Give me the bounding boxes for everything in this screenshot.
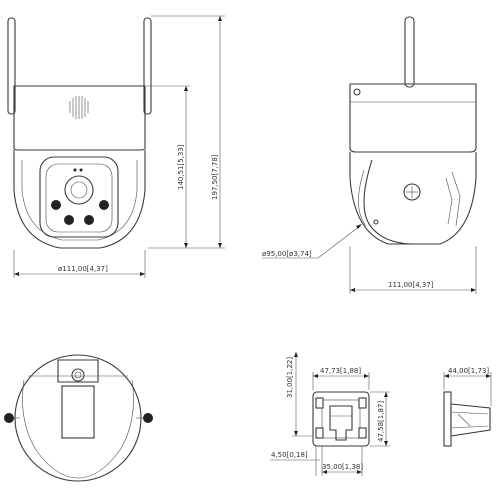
mount-tab-bottom-left [315, 427, 324, 439]
bottom-port-icon [71, 368, 85, 382]
ir-led-icon [84, 215, 94, 225]
speaker-grille-icon [69, 96, 89, 119]
mount-slot-width-label: 35,00[1,38] [322, 463, 363, 471]
main-lens-icon [64, 175, 94, 205]
side-screw-icon [373, 219, 379, 225]
bracket-arm [450, 403, 491, 437]
mount-tab-left [315, 397, 324, 409]
front-view [7, 17, 152, 249]
ir-led-icon [99, 200, 109, 210]
side-dome [349, 152, 477, 245]
side-indicator-icon [353, 88, 361, 96]
bottom-outer-ring [14, 354, 142, 482]
mount-dimensions: 47,73[1,88] 31,00[1,22] 47,58[1,87] 4,50… [270, 352, 390, 476]
front-height-total-label: 197,50[7,78] [211, 154, 219, 200]
bracket-back-plate [443, 391, 452, 447]
bottom-camera-port [57, 359, 99, 383]
top-housing [13, 85, 146, 151]
sensor-icon [79, 168, 83, 172]
ir-led-icon [51, 200, 61, 210]
front-height-body-label: 140,51[5,33] [177, 144, 185, 190]
camera-dome [13, 150, 146, 249]
sensor-icon [73, 168, 77, 172]
bottom-screw-icon [143, 413, 153, 423]
camera-face [39, 156, 119, 238]
bracket-depth-label: 44,00[1,73] [448, 367, 489, 375]
mount-height-label: 47,58[1,87] [377, 401, 385, 442]
mount-plate-body [312, 391, 370, 447]
side-dome-sphere [363, 159, 440, 245]
mount-slot [329, 405, 353, 441]
ir-led-icon [64, 215, 74, 225]
mount-tab-right [358, 397, 367, 409]
mount-tab-bottom-right [358, 427, 367, 439]
main-lens-inner-icon [70, 181, 88, 199]
left-antenna [7, 17, 16, 115]
bottom-view [4, 354, 153, 482]
bottom-mount-plate [61, 385, 95, 439]
bottom-inner-ring [22, 379, 134, 479]
bracket-dimensions: 44,00[1,73] [443, 367, 492, 406]
front-width-label: ø111,00[4,37] [58, 265, 108, 273]
side-width-label: 111,00[4,37] [388, 281, 434, 289]
dome-inner-line [21, 160, 138, 241]
mount-plate-view [312, 391, 370, 447]
mount-hole-offset-label: 4,50[0,18] [271, 451, 308, 459]
side-diameter-label: ø95,00[ø3,74] [262, 250, 312, 258]
side-knob-icon [403, 183, 421, 201]
mount-plate-inner [321, 399, 361, 439]
bottom-screw-icon [4, 413, 14, 423]
camera-lens-panel [45, 163, 113, 233]
mount-width-label: 47,73[1,88] [320, 367, 361, 375]
bracket-view [443, 391, 491, 447]
side-top-housing [349, 83, 477, 153]
side-antenna [404, 16, 415, 88]
front-dimensions: 197,50[7,78] 140,51[5,33] ø111,00[4,37] [13, 15, 225, 278]
side-view [349, 16, 477, 245]
right-antenna [143, 17, 152, 115]
mount-top-offset-label: 31,00[1,22] [286, 357, 294, 398]
side-dimensions: ø95,00[ø3,74] 111,00[4,37] [262, 224, 477, 294]
